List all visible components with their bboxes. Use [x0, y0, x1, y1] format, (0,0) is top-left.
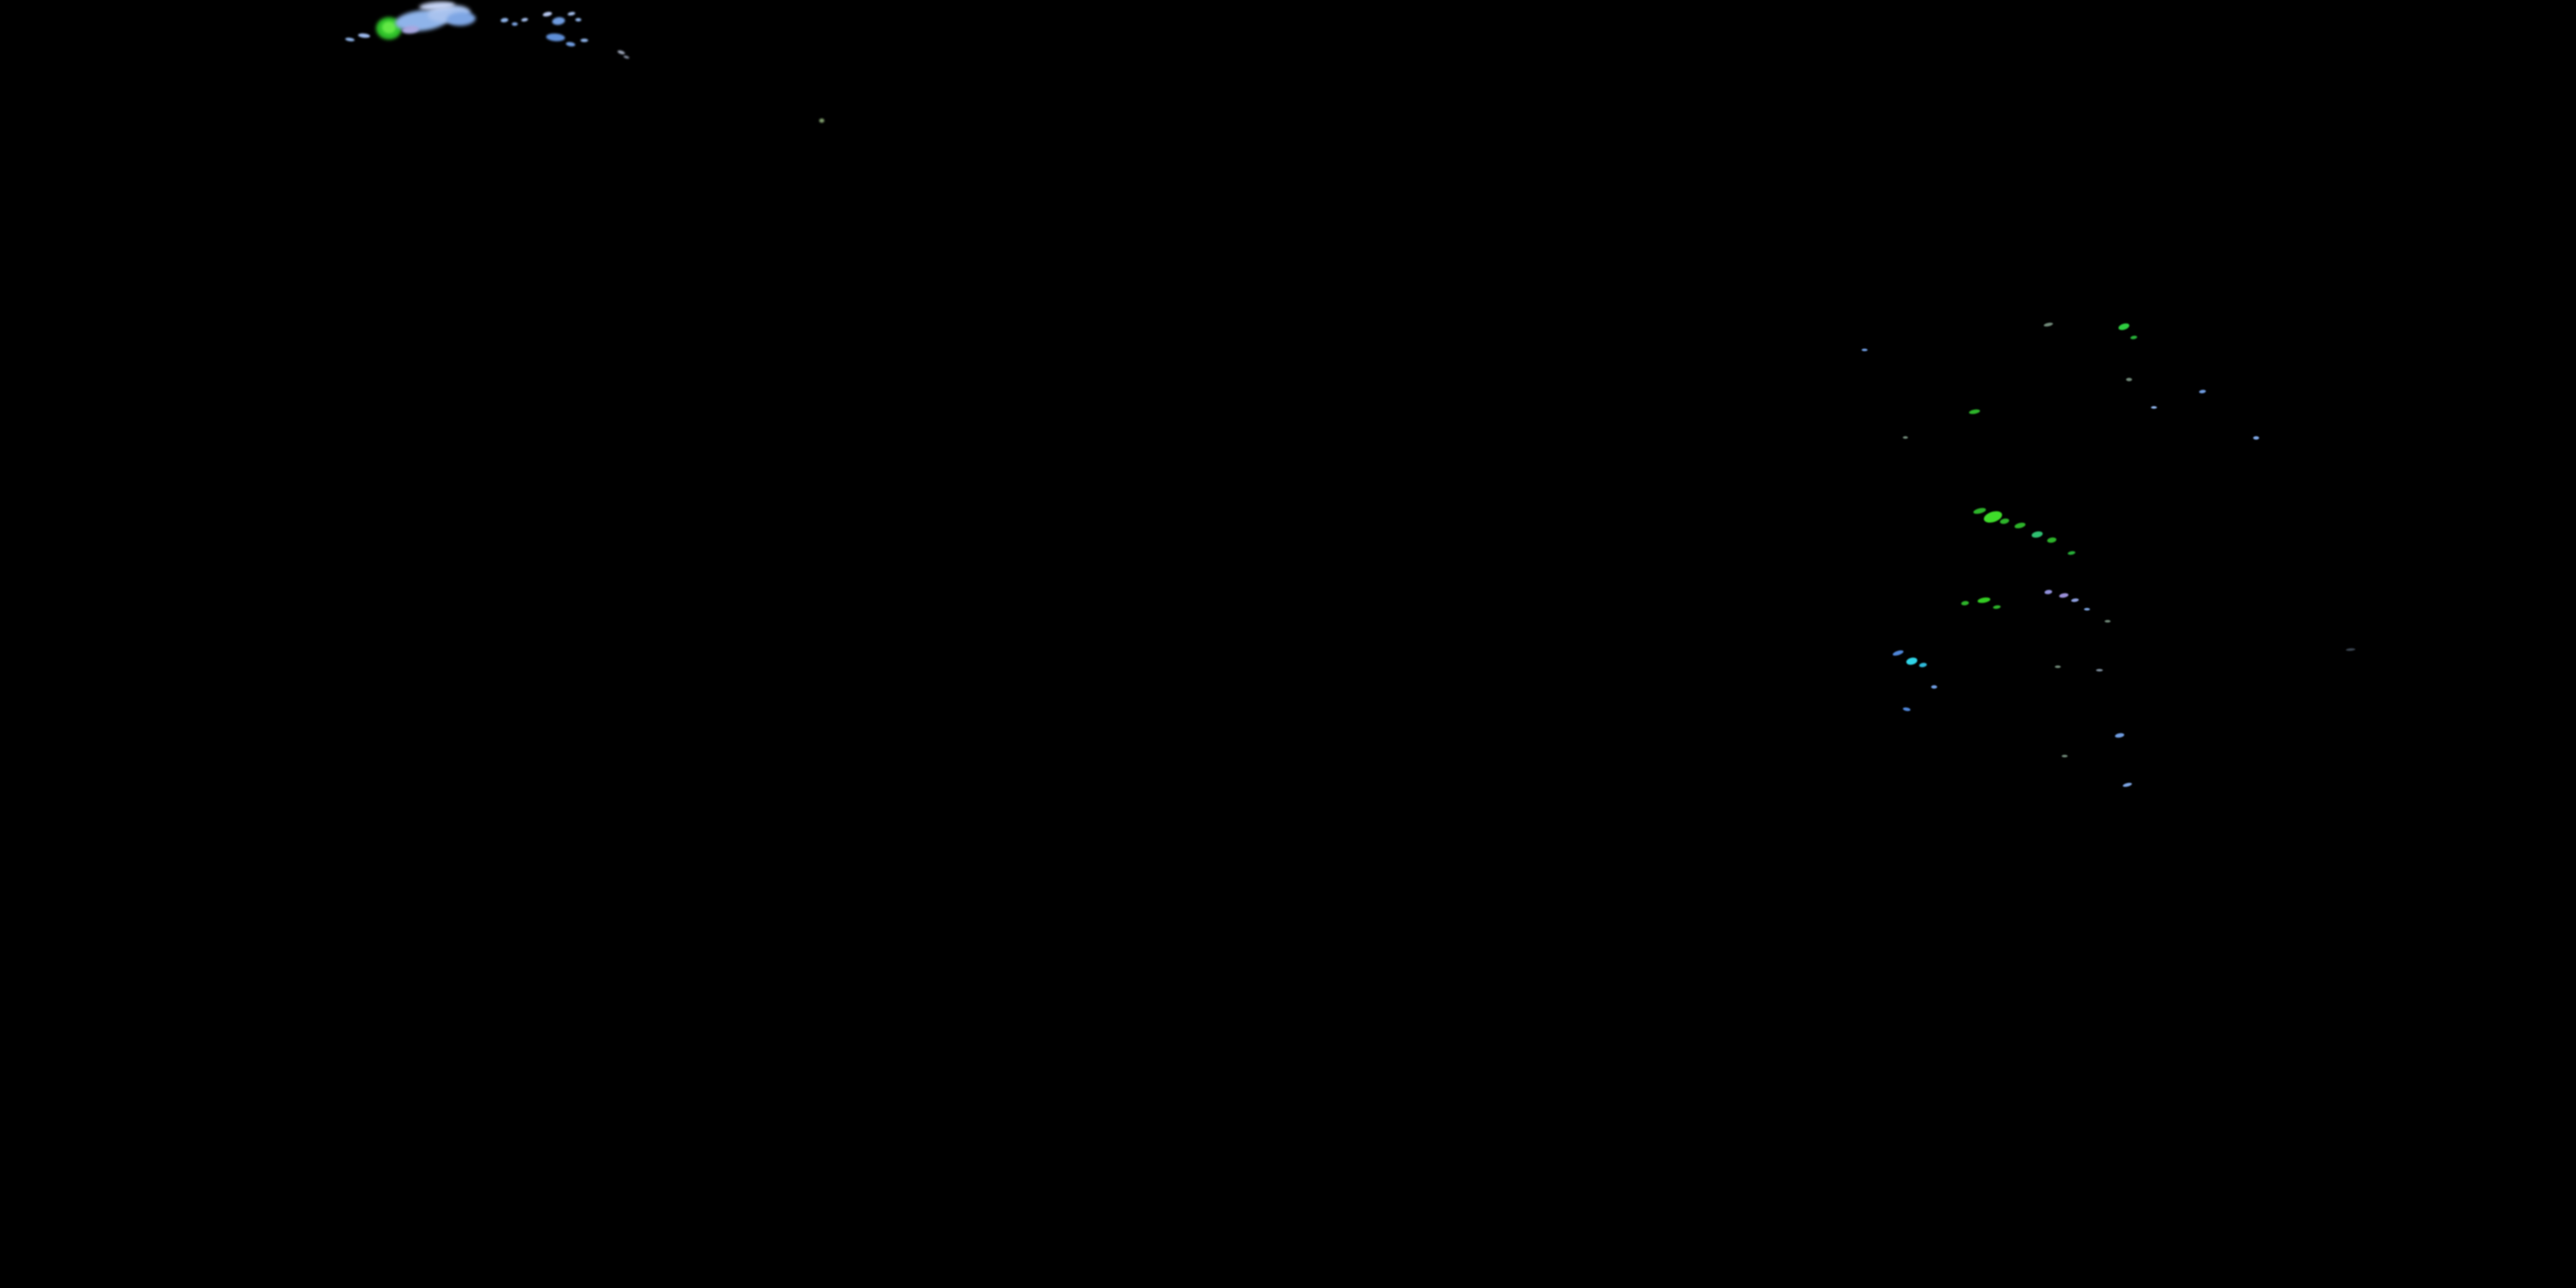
radar-echo — [2126, 378, 2132, 381]
radar-echo — [2129, 335, 2138, 340]
radar-echo — [2031, 530, 2044, 539]
radar-echo — [1892, 649, 1905, 657]
radar-echo — [2046, 537, 2057, 544]
radar-echo — [2096, 669, 2103, 671]
radar-echo — [2114, 732, 2125, 738]
radar-echo — [1862, 349, 1868, 351]
radar-echo — [446, 11, 477, 27]
radar-echo — [2117, 322, 2130, 331]
radar-echo — [2044, 589, 2053, 595]
radar-echo — [2345, 647, 2356, 652]
radar-echo — [1992, 605, 2002, 610]
radar-echo — [545, 33, 566, 42]
radar-echo — [2055, 665, 2061, 668]
radar-echo — [1903, 436, 1908, 439]
radar-echo — [401, 24, 420, 35]
radar-echo — [2043, 321, 2054, 328]
radar-echo — [512, 22, 518, 26]
radar-echo — [1977, 596, 1991, 605]
radar-echo — [1999, 517, 2010, 526]
radar-echo — [2058, 592, 2069, 598]
radar-echo — [357, 33, 371, 39]
radar-echo — [1960, 600, 1970, 606]
radar-echo — [1931, 685, 1937, 689]
radar-echo — [2084, 608, 2090, 611]
radar-echo — [819, 118, 824, 123]
radar-echo — [1905, 656, 1918, 666]
radar-echo — [2062, 755, 2068, 757]
radar-echo — [1918, 662, 1928, 668]
radar-echo — [2070, 598, 2080, 603]
radar-echo — [623, 54, 630, 60]
radar-echo — [382, 21, 396, 33]
radar-echo — [617, 49, 626, 56]
radar-echo — [2151, 406, 2157, 409]
radar-echo — [565, 41, 576, 47]
radar-echo — [520, 17, 529, 22]
radar-echo — [500, 17, 509, 23]
radar-echo — [2067, 550, 2076, 556]
radar-echo — [376, 17, 402, 39]
radar-echo — [1972, 507, 1987, 515]
radar-echo — [2122, 781, 2133, 788]
radar-echo — [393, 7, 450, 34]
radar-echo — [2198, 389, 2207, 394]
radar-echo — [580, 39, 588, 42]
radar-echo — [551, 15, 566, 27]
radar-echo — [2105, 620, 2111, 623]
radar-echo — [1982, 508, 2004, 526]
radar-echo — [2253, 436, 2259, 440]
radar-echo — [1968, 408, 1981, 416]
radar-echo — [567, 11, 576, 16]
radar-echo — [427, 3, 471, 24]
radar-echo — [344, 37, 355, 42]
radar-echo — [542, 10, 553, 18]
radar-echo — [1902, 707, 1911, 712]
radar-echo — [575, 18, 581, 21]
radar-echo — [418, 0, 456, 12]
radar-echo — [2014, 521, 2026, 530]
